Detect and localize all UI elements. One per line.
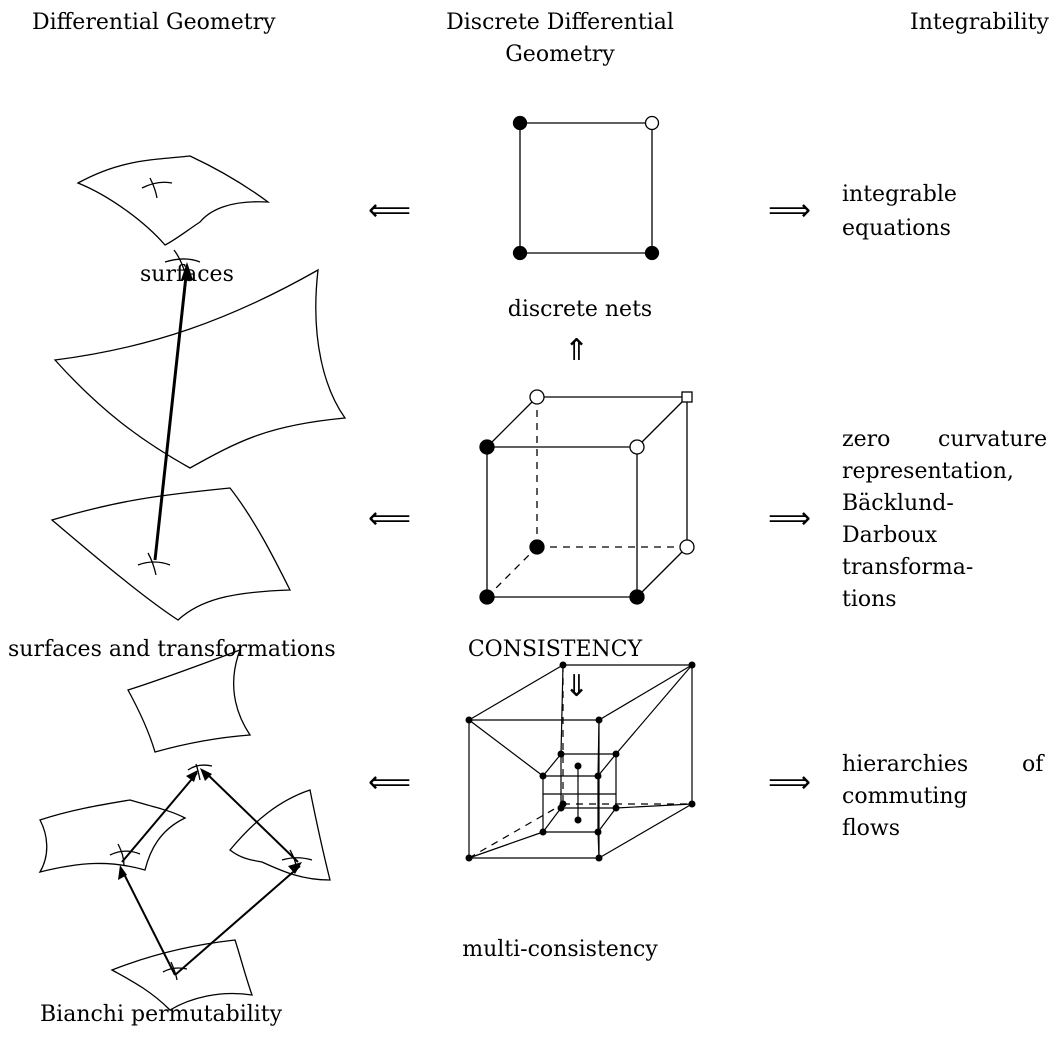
- vertex-filled: [644, 245, 660, 261]
- implies-up-arrow: ⇑: [564, 333, 590, 368]
- header-integrability: Integrability: [910, 10, 1049, 35]
- caption-consistency: CONSISTENCY: [467, 637, 643, 662]
- caption-multi-consistency: multi-consistency: [462, 937, 658, 962]
- integrable-line2: equations: [842, 216, 951, 241]
- implies-right-arrow-row3: ⟹: [768, 765, 812, 800]
- vertex-filled: [479, 589, 495, 605]
- zero-curvature-line4: Darboux: [842, 523, 938, 548]
- vertex-open: [679, 539, 695, 555]
- integrable-line1: integrable: [842, 182, 957, 207]
- header-differential-geometry: Differential Geometry: [32, 10, 276, 35]
- hierarchies-word: hierarchies: [842, 752, 969, 777]
- implies-left-arrow-row2: ⟸: [368, 501, 412, 536]
- vertex-filled: [512, 115, 528, 131]
- header-discrete-line2: Geometry: [505, 42, 615, 67]
- implies-down-arrow: ⇓: [564, 669, 590, 704]
- vertex-open: [644, 115, 660, 131]
- zero-curvature-curvature: curvature: [938, 427, 1048, 452]
- caption-discrete-nets: discrete nets: [507, 297, 653, 322]
- surfaces-transformation-icon: [50, 249, 347, 621]
- hierarchies-of: of: [1022, 752, 1044, 777]
- vertex-open: [629, 439, 645, 455]
- implies-left-arrow-row1: ⟸: [368, 193, 412, 228]
- zero-curvature-line6: tions: [842, 587, 897, 612]
- discrete-net-square: [519, 122, 653, 254]
- zero-curvature-line3: Bäcklund-: [842, 491, 954, 516]
- consistency-cube: [486, 396, 688, 598]
- zero-curvature-line5: transforma-: [842, 555, 974, 580]
- vertex-square: [681, 391, 693, 403]
- implies-right-arrow-row2: ⟹: [768, 501, 812, 536]
- zero-curvature-line2: representation,: [842, 459, 1014, 484]
- implies-right-arrow-row1: ⟹: [768, 193, 812, 228]
- caption-bianchi-permutability: Bianchi permutability: [40, 1002, 283, 1027]
- vertex-filled: [629, 589, 645, 605]
- vertex-filled: [512, 245, 528, 261]
- multi-consistency-tesseract: [468, 664, 693, 859]
- surface-single-icon: [76, 155, 271, 246]
- bianchi-arrows: [121, 771, 301, 976]
- hierarchies-line3: flows: [842, 816, 901, 841]
- caption-surfaces-transformations: surfaces and transformations: [8, 637, 336, 662]
- caption-surfaces: surfaces: [140, 262, 234, 287]
- vertex-filled: [479, 439, 495, 455]
- transformation-arrow: [153, 266, 189, 561]
- vertex-filled: [529, 539, 545, 555]
- hierarchies-line2: commuting: [842, 784, 968, 809]
- bianchi-surfaces-icon: [38, 648, 331, 1011]
- tesseract-vertices: [465, 661, 696, 862]
- implies-left-arrow-row3: ⟸: [368, 765, 412, 800]
- zero-curvature-zero: zero: [842, 427, 891, 452]
- header-discrete-line1: Discrete Differential: [446, 10, 674, 35]
- vertex-open: [529, 389, 545, 405]
